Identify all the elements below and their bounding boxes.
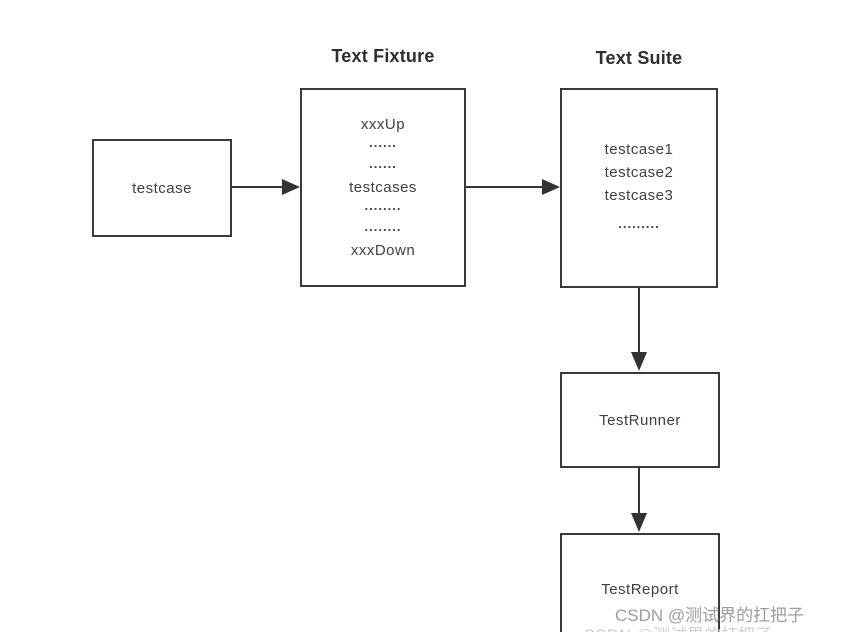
fixture-line-xxxup: xxxUp — [360, 116, 406, 133]
arrow-testcase-to-fixture — [232, 179, 300, 195]
fixture-line-testcases: testcases — [349, 179, 417, 196]
testreport-node: TestReport — [560, 533, 720, 632]
suite-node: testcase1 testcase2 testcase3 ......... — [560, 88, 718, 288]
csdn-watermark-partial: CSDN @测试界的扛把子 — [583, 621, 772, 632]
arrow-head — [631, 513, 647, 532]
testreport-label: TestReport — [601, 580, 679, 598]
fixture-dots-row: ...... — [369, 135, 397, 150]
arrow-line — [466, 186, 544, 188]
testcase-node: testcase — [92, 139, 232, 237]
fixture-dots-row: ...... — [369, 156, 397, 171]
suite-line-testcase2: testcase2 — [604, 164, 674, 181]
arrow-line — [232, 186, 284, 188]
suite-dots-row: ......... — [618, 216, 660, 231]
testrunner-node: TestRunner — [560, 372, 720, 468]
suite-line-testcase3: testcase3 — [604, 187, 674, 204]
testrunner-label: TestRunner — [599, 411, 681, 429]
arrow-line — [638, 468, 640, 515]
arrow-head — [631, 352, 647, 371]
arrow-head — [282, 179, 300, 195]
fixture-title: Text Fixture — [331, 46, 435, 66]
arrow-line — [638, 288, 640, 354]
fixture-line-xxxdown: xxxDown — [350, 242, 416, 259]
fixture-dots-row: ........ — [364, 219, 402, 234]
arrow-suite-to-runner — [631, 288, 647, 371]
suite-title: Text Suite — [595, 48, 683, 68]
arrow-fixture-to-suite — [466, 179, 560, 195]
fixture-node: xxxUp ...... ...... testcases ........ .… — [300, 88, 466, 287]
suite-line-testcase1: testcase1 — [604, 141, 674, 158]
arrow-head — [542, 179, 560, 195]
testcase-label: testcase — [132, 179, 192, 197]
fixture-dots-row: ........ — [364, 198, 402, 213]
arrow-runner-to-report — [631, 468, 647, 532]
csdn-watermark: CSDN @测试界的扛把子 — [615, 606, 805, 625]
